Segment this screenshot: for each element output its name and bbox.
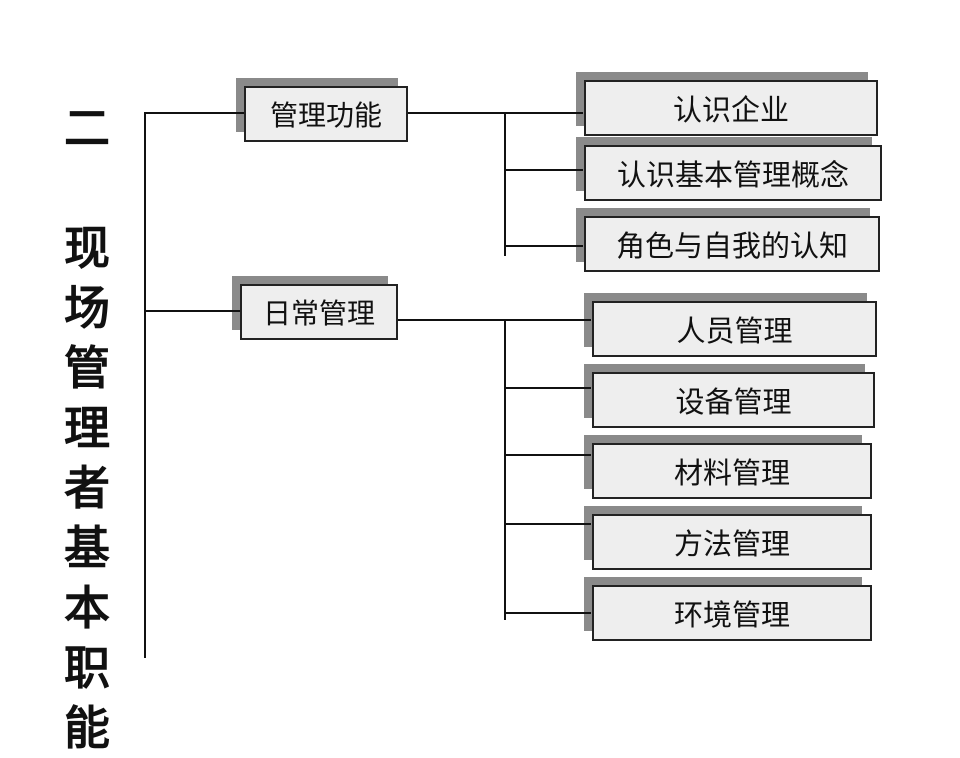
item-label: 设备管理: [675, 385, 792, 419]
item-label: 认识基本管理概念: [616, 158, 849, 192]
item-box: 方法管理: [584, 506, 872, 570]
branch-label: 管理功能: [269, 99, 382, 132]
connector-lines: [144, 112, 591, 658]
item-box: 认识企业: [576, 72, 878, 136]
branch-label: 日常管理: [262, 297, 375, 330]
item-box: 人员管理: [584, 293, 877, 357]
item-label: 方法管理: [673, 527, 790, 561]
item-label: 角色与自我的认知: [615, 229, 848, 263]
item-box: 角色与自我的认知: [576, 208, 880, 272]
item-label: 环境管理: [673, 598, 790, 632]
item-label: 人员管理: [676, 314, 793, 348]
item-box: 设备管理: [584, 364, 875, 428]
item-label: 认识企业: [672, 93, 789, 127]
item-label: 材料管理: [673, 456, 790, 490]
branch-box-management-function: 管理功能: [236, 78, 408, 142]
branch-box-daily-management: 日常管理: [232, 276, 398, 340]
item-box: 材料管理: [584, 435, 872, 499]
item-box: 认识基本管理概念: [576, 137, 882, 201]
item-box: 环境管理: [584, 577, 872, 641]
